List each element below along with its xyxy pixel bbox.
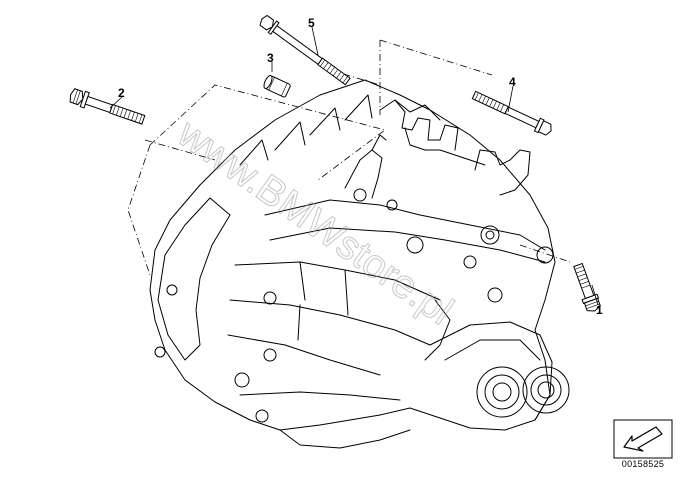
callout-5: 5 — [308, 16, 315, 30]
callout-2: 2 — [118, 86, 125, 100]
bolt-4 — [471, 90, 552, 136]
leader-lines — [109, 26, 599, 306]
view-direction-arrow-icon — [613, 419, 673, 459]
callout-4: 4 — [509, 75, 516, 89]
bolt-1 — [573, 262, 601, 312]
sleeve-3 — [263, 75, 291, 98]
transmission-housing-drawing — [149, 79, 570, 449]
watermark-text: www.BMWstore.pl — [169, 111, 461, 334]
reference-lines — [127, 39, 571, 276]
document-number: 00158525 — [621, 459, 665, 469]
callout-1: 1 — [596, 303, 603, 317]
bolt-5 — [259, 14, 351, 86]
bolt-2 — [69, 88, 146, 125]
callout-3: 3 — [267, 51, 274, 65]
